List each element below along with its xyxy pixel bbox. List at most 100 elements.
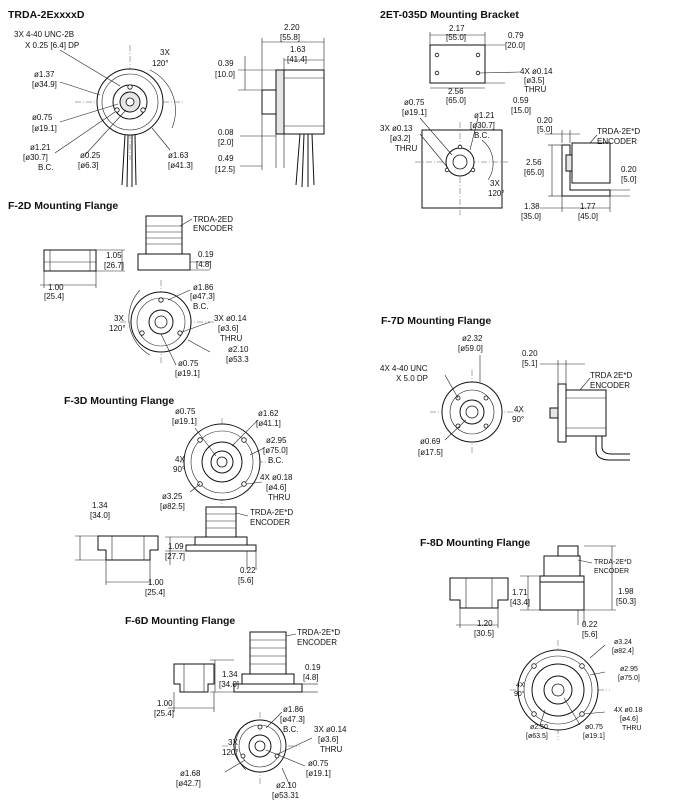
- dim-137: ø1.37: [34, 70, 55, 79]
- dim-533: [ø53.3: [226, 355, 249, 364]
- dim-3x-013: 3X ø0.13: [380, 124, 413, 133]
- label-thru: THRU: [220, 334, 242, 343]
- panel-title: 2ET-035D Mounting Bracket: [380, 9, 519, 21]
- dim-163: ø1.63: [168, 151, 189, 160]
- dim-059: 0.59: [513, 96, 529, 105]
- dim-340: [34.0]: [90, 511, 110, 520]
- dim-191: [ø19.1]: [402, 108, 427, 117]
- dim-340: [34.0]: [219, 680, 239, 689]
- label-trda-2e: TRDA-2E*D: [594, 559, 632, 566]
- thread-callout: 4X 4-40 UNC: [380, 364, 428, 373]
- dim-550: [55.0]: [446, 33, 466, 42]
- dim-039: 0.39: [218, 59, 234, 68]
- dim-503: [50.3]: [616, 597, 636, 606]
- dim-324: ø3.24: [614, 639, 632, 646]
- dim-191: [ø19.1]: [583, 733, 605, 740]
- dim-075: ø0.75: [175, 407, 196, 416]
- label-bc: B.C.: [268, 456, 284, 465]
- dim-025: ø0.25: [80, 151, 101, 160]
- dim-307: [ø30.7]: [23, 153, 48, 162]
- dim-254: [25.4]: [145, 588, 165, 597]
- dim-46: [ø4.6]: [620, 716, 638, 723]
- thread-depth: X 5.0 DP: [396, 374, 428, 383]
- dim-20: [2.0]: [218, 138, 234, 147]
- label-120deg: 120°: [152, 59, 169, 68]
- dim-50: [5.0]: [537, 125, 553, 134]
- panel-f-6d: F-6D Mounting Flange TRDA-2E*D ENCODER 0…: [125, 615, 347, 800]
- panel-title: F-2D Mounting Flange: [8, 200, 118, 212]
- panel-title: F-3D Mounting Flange: [64, 395, 174, 407]
- label-thru: THRU: [524, 85, 546, 94]
- dim-4x-018: 4X ø0.18: [614, 707, 643, 714]
- dim-411: [ø41.1]: [256, 419, 281, 428]
- dim-075: ø0.75: [32, 113, 53, 122]
- label-bc: B.C.: [193, 302, 209, 311]
- dim-162: ø1.62: [258, 409, 279, 418]
- panel-f-8d: F-8D Mounting Flange 1.20 [30.5] TRDA-2E…: [420, 537, 643, 740]
- dim-191: [ø19.1]: [172, 417, 197, 426]
- dim-138: 1.38: [524, 202, 540, 211]
- panel-title: F-6D Mounting Flange: [125, 615, 235, 627]
- dim-473: [ø47.3]: [190, 292, 215, 301]
- dim-4x-018: 4X ø0.18: [260, 473, 293, 482]
- dim-295: ø2.95: [266, 436, 287, 445]
- dim-191: [ø19.1]: [306, 769, 331, 778]
- dim-100: 1.00: [148, 578, 164, 587]
- label-90deg: 90°: [514, 690, 525, 698]
- dim-558: [55.8]: [280, 33, 300, 42]
- dim-51: [5.1]: [522, 359, 538, 368]
- label-90deg: 90°: [512, 415, 524, 424]
- dim-134: 1.34: [222, 670, 238, 679]
- dim-075: ø0.75: [404, 98, 425, 107]
- dim-186: ø1.86: [283, 705, 304, 714]
- panel-title: TRDA-2ExxxxD: [8, 9, 85, 21]
- label-trda-2e: TRDA-2E*D: [297, 628, 340, 637]
- dim-020: 0.20: [522, 349, 538, 358]
- dim-413: [ø41.3]: [168, 161, 193, 170]
- dim-168: ø1.68: [180, 769, 201, 778]
- dim-473: [ø47.3]: [280, 715, 305, 724]
- label-thru2: THRU: [395, 144, 417, 153]
- dim-277: [27.7]: [165, 552, 185, 561]
- label-4x: 4X: [514, 405, 524, 414]
- dim-175: [ø17.5]: [418, 448, 443, 457]
- label-3x: 3X: [228, 738, 238, 747]
- dim-232: ø2.32: [462, 334, 483, 343]
- label-encoder: ENCODER: [250, 518, 290, 527]
- dim-100: [10.0]: [215, 70, 235, 79]
- panel-title: F-7D Mounting Flange: [381, 315, 491, 327]
- dim-46: [ø4.6]: [266, 483, 286, 492]
- dim-254: [25.4]: [44, 292, 64, 301]
- label-trda-2ed: TRDA-2ED: [193, 215, 233, 224]
- dim-120: 1.20: [477, 619, 493, 628]
- dim-022: 0.22: [240, 566, 256, 575]
- dim-434: [43.4]: [510, 598, 530, 607]
- dim-635: [ø63.5]: [526, 733, 548, 740]
- dim-414: [41.4]: [287, 55, 307, 64]
- label-4x: 4X: [516, 682, 525, 689]
- dim-020b: 0.20: [621, 165, 637, 174]
- dim-35: [ø3.5]: [524, 76, 544, 85]
- dim-150: [15.0]: [511, 106, 531, 115]
- dim-350: [35.0]: [521, 212, 541, 221]
- dim-295: ø2.95: [620, 666, 638, 673]
- dim-177: 1.77: [580, 202, 596, 211]
- dim-075: ø0.75: [178, 359, 199, 368]
- dim-008: 0.08: [218, 128, 234, 137]
- dim-650: [65.0]: [446, 96, 466, 105]
- dim-069: ø0.69: [420, 437, 441, 446]
- dim-079: 0.79: [508, 31, 524, 40]
- label-thru: THRU: [268, 493, 290, 502]
- dim-450: [45.0]: [578, 212, 598, 221]
- dim-186: ø1.86: [193, 283, 214, 292]
- dim-075: ø0.75: [585, 724, 603, 731]
- trda-front-view: 3X 4-40 UNC-2B X 0.25 [6.4] DP 3X 120° ø…: [14, 30, 193, 188]
- dim-590: [ø59.0]: [458, 344, 483, 353]
- dim-305: [30.5]: [474, 629, 494, 638]
- label-bc: B.C.: [38, 163, 54, 172]
- dim-250: ø2.50: [530, 724, 548, 731]
- dim-267: [26.7]: [104, 261, 124, 270]
- label-thru: THRU: [320, 745, 342, 754]
- panel-f-7d: F-7D Mounting Flange ø2.32 [ø59.0] 4X 4-…: [380, 315, 632, 461]
- dim-5331: [ø53.31: [272, 791, 300, 800]
